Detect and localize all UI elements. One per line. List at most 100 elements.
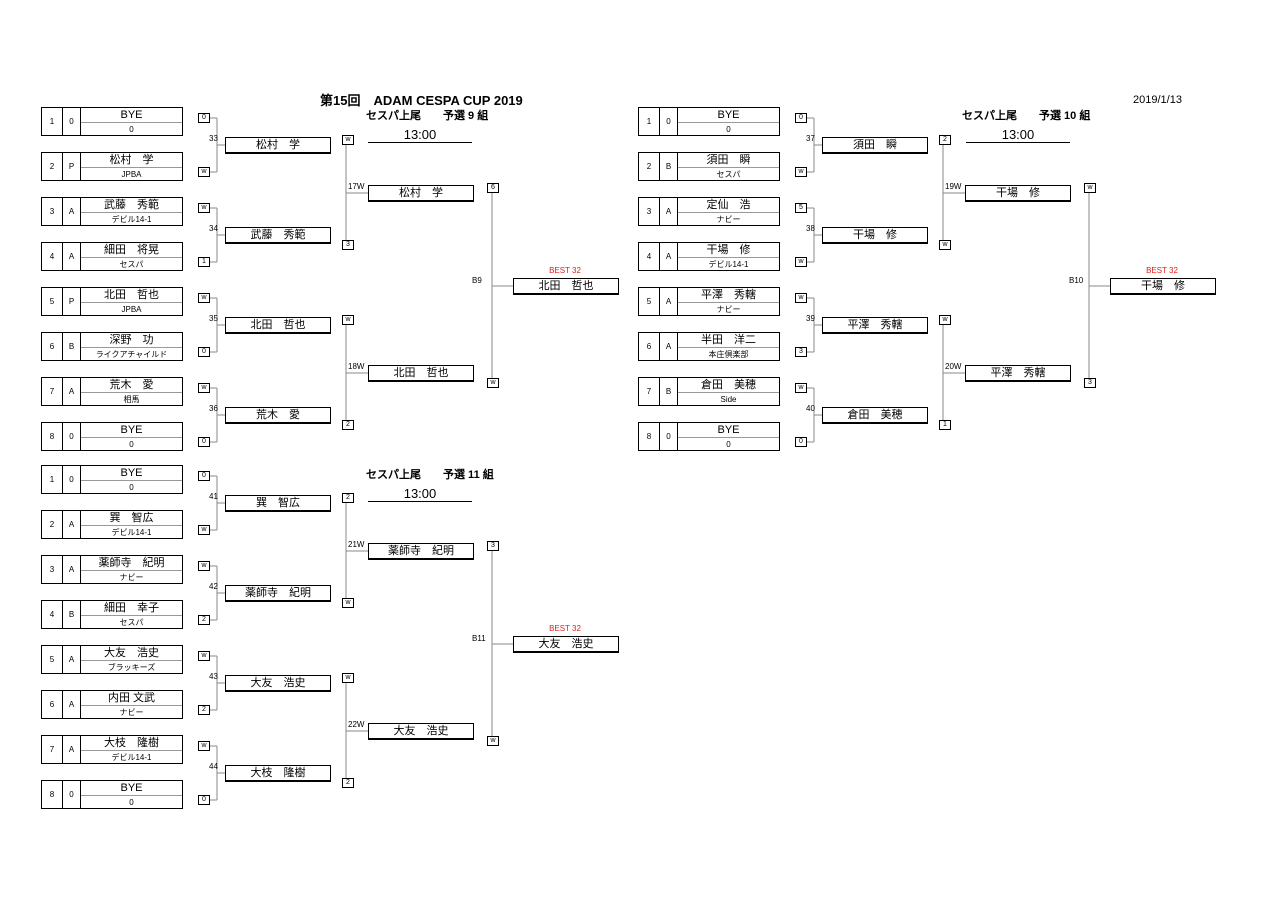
round1-winner: 北田 哲也 xyxy=(225,317,331,334)
player-name: BYE xyxy=(81,108,182,123)
round2-score: w xyxy=(1084,183,1096,193)
round2-winner: 薬師寺 紀明 xyxy=(368,543,474,560)
entry-score: 0 xyxy=(198,347,210,357)
player-name: 須田 瞬 xyxy=(678,153,779,168)
player-info: 内田 文武ナビー xyxy=(81,691,182,718)
player-class: 0 xyxy=(660,423,678,450)
seed-number: 4 xyxy=(42,243,63,270)
round1-winner: 巽 智広 xyxy=(225,495,331,512)
match-number: 42 xyxy=(209,582,218,591)
entry-score: 2 xyxy=(198,705,210,715)
entry-score: w xyxy=(198,383,210,393)
start-time: 13:00 xyxy=(368,128,472,143)
round1-score: w xyxy=(939,240,951,250)
player-class: B xyxy=(63,333,81,360)
round1-score: w xyxy=(939,315,951,325)
group-title: セスパ上尾 予選 10 組 xyxy=(962,110,1091,122)
match-number: 33 xyxy=(209,134,218,143)
player-name: 武藤 秀範 xyxy=(81,198,182,213)
seed-number: 4 xyxy=(639,243,660,270)
player-team: JPBA xyxy=(121,305,142,314)
entry-score: w xyxy=(198,167,210,177)
player-class: A xyxy=(63,736,81,763)
match-number: 39 xyxy=(806,314,815,323)
player-team: 相馬 xyxy=(123,395,140,404)
match-number: 40 xyxy=(806,404,815,413)
match-number: 19W xyxy=(945,182,962,191)
round1-score: w xyxy=(342,673,354,683)
round1-winner: 松村 学 xyxy=(225,137,331,154)
round1-winner: 倉田 美穂 xyxy=(822,407,928,424)
match-number: B9 xyxy=(472,276,482,285)
player-name: 松村 学 xyxy=(81,153,182,168)
seed-number: 8 xyxy=(42,781,63,808)
player-name: 巽 智広 xyxy=(81,511,182,526)
player-team: デビル14-1 xyxy=(708,260,749,269)
entry-score: 3 xyxy=(795,347,807,357)
player-class: 0 xyxy=(63,781,81,808)
entry-score: w xyxy=(198,525,210,535)
player-class: 0 xyxy=(63,108,81,135)
round1-score: w xyxy=(342,135,354,145)
seed-number: 5 xyxy=(639,288,660,315)
seed-number: 4 xyxy=(42,601,63,628)
player-class: A xyxy=(63,243,81,270)
entry-score: 0 xyxy=(198,471,210,481)
best32-label: BEST 32 xyxy=(549,624,581,633)
player-team: 本庄倶楽部 xyxy=(708,350,749,359)
player-name: 大枝 隆樹 xyxy=(81,736,182,751)
player-name: 薬師寺 紀明 xyxy=(81,556,182,571)
player-class: B xyxy=(660,378,678,405)
round1-score: 1 xyxy=(939,420,951,430)
player-class: 0 xyxy=(63,423,81,450)
match-number: 38 xyxy=(806,224,815,233)
player-name: 平澤 秀轄 xyxy=(678,288,779,303)
round2-winner: 平澤 秀轄 xyxy=(965,365,1071,382)
seed-number: 1 xyxy=(42,466,63,493)
player-team: セスパ xyxy=(716,170,741,179)
player-name: 内田 文武 xyxy=(81,691,182,706)
round2-winner: 北田 哲也 xyxy=(368,365,474,382)
entry-score: w xyxy=(795,257,807,267)
player-team: デビル14-1 xyxy=(111,528,152,537)
match-number: 37 xyxy=(806,134,815,143)
seed-number: 7 xyxy=(42,378,63,405)
round2-score: 3 xyxy=(487,541,499,551)
round1-winner: 干場 修 xyxy=(822,227,928,244)
round2-score: w xyxy=(487,736,499,746)
entry-score: 1 xyxy=(198,257,210,267)
seed-number: 2 xyxy=(42,511,63,538)
round1-winner: 薬師寺 紀明 xyxy=(225,585,331,602)
seed-number: 1 xyxy=(639,108,660,135)
seed-number: 3 xyxy=(42,198,63,225)
group-title: セスパ上尾 予選 11 組 xyxy=(366,469,494,481)
start-time: 13:00 xyxy=(966,128,1070,143)
player-team: ブラッキーズ xyxy=(107,663,156,672)
player-team: 0 xyxy=(129,798,134,807)
player-class: A xyxy=(63,646,81,673)
match-number: 41 xyxy=(209,492,218,501)
player-info: 定仙 浩ナビー xyxy=(678,198,779,225)
round1-winner: 平澤 秀轄 xyxy=(822,317,928,334)
round2-winner: 大友 浩史 xyxy=(368,723,474,740)
player-info: 細田 幸子セスパ xyxy=(81,601,182,628)
match-number: 17W xyxy=(348,182,365,191)
entry-score: 2 xyxy=(198,615,210,625)
